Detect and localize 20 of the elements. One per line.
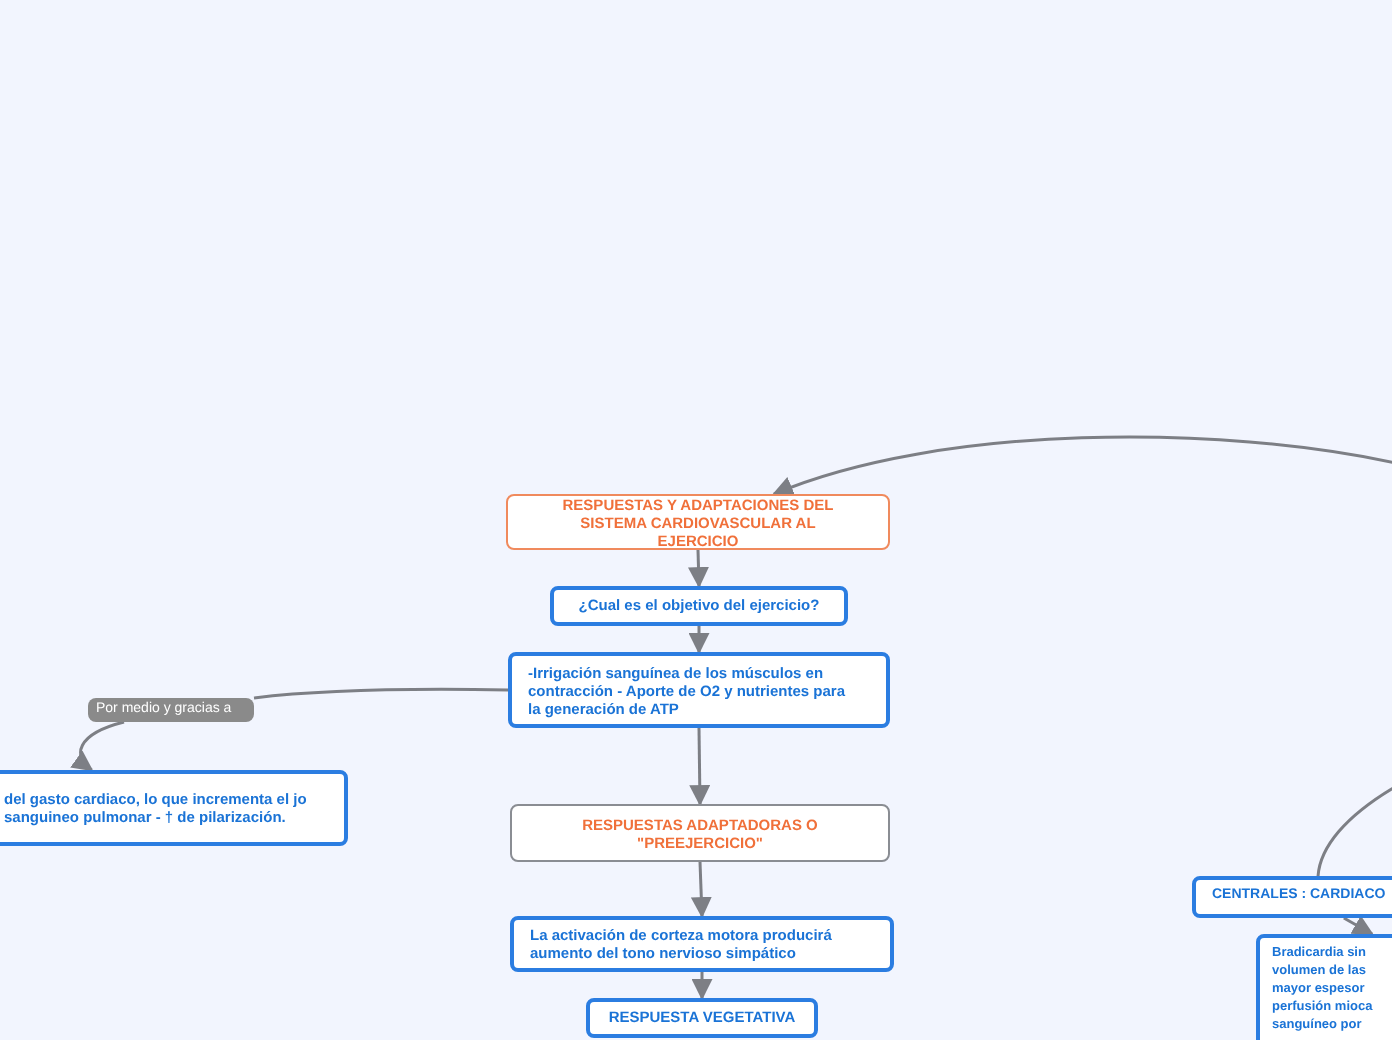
arrow — [1343, 915, 1374, 936]
topic-box — [550, 586, 848, 626]
connector-line — [1316, 782, 1392, 877]
arrow — [689, 727, 711, 807]
topic-box — [1192, 876, 1392, 918]
arrow — [688, 626, 710, 655]
topic-box — [508, 652, 890, 728]
connector-line — [253, 687, 509, 700]
topic-box — [0, 770, 348, 846]
arrow — [688, 549, 709, 589]
connector-label-tag — [88, 698, 254, 722]
arrow — [772, 435, 1392, 498]
topic-box — [1256, 934, 1392, 1040]
topic-box — [510, 916, 894, 972]
arrow — [690, 861, 712, 919]
topic-box — [506, 494, 890, 550]
topic-box — [586, 998, 818, 1038]
topic-box — [510, 804, 890, 862]
arrow — [691, 972, 713, 1001]
arrow — [70, 720, 125, 772]
